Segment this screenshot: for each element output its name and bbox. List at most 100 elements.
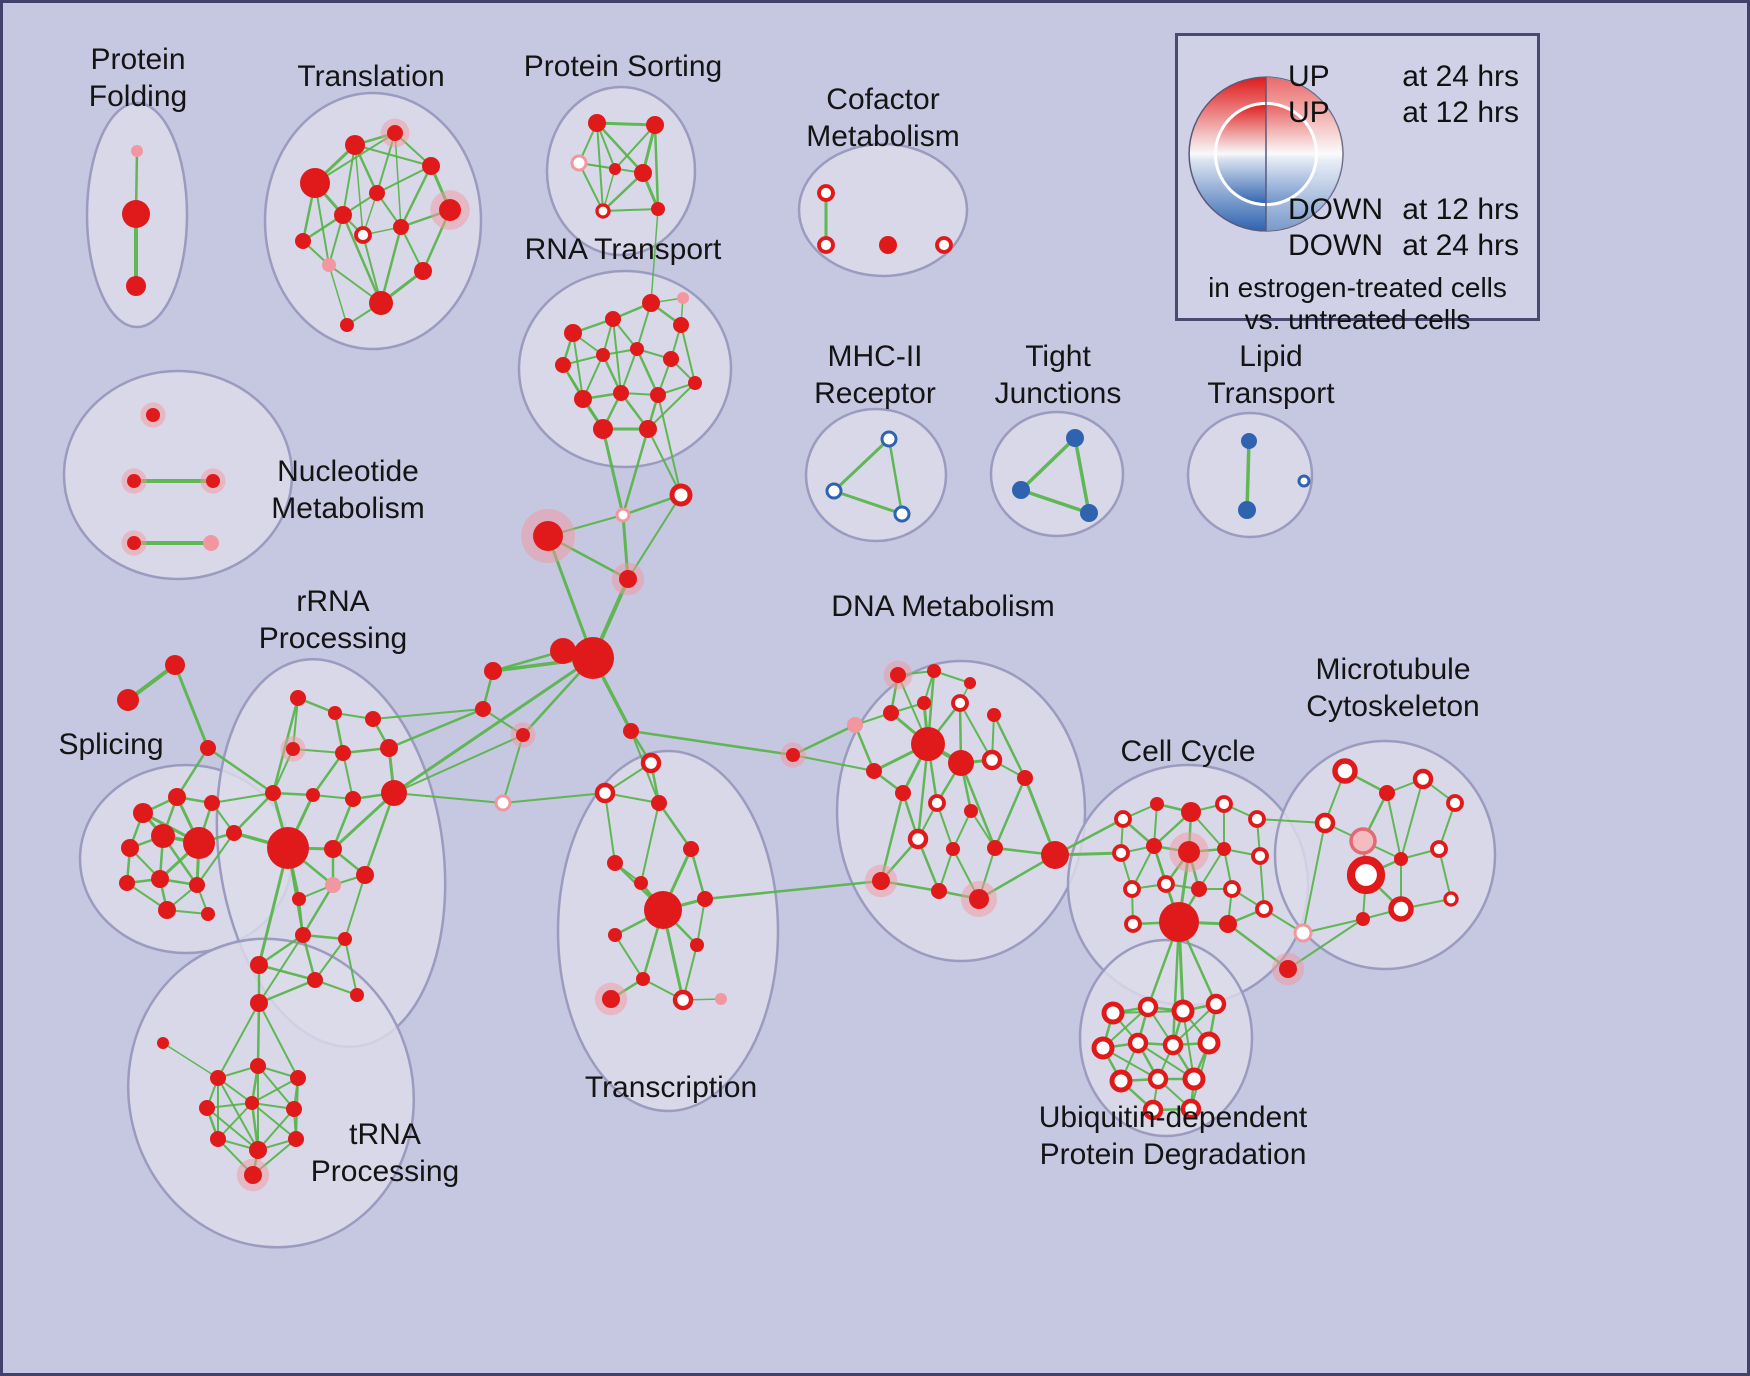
network-node — [250, 956, 268, 974]
network-edge — [301, 883, 335, 937]
network-node — [380, 739, 398, 757]
network-node — [574, 390, 592, 408]
network-node — [634, 876, 648, 890]
network-node — [393, 219, 409, 235]
network-node — [935, 236, 953, 254]
network-edge — [232, 791, 275, 835]
network-node — [890, 667, 906, 683]
network-node — [1255, 900, 1273, 918]
network-node — [295, 927, 311, 943]
network-edge — [251, 1102, 297, 1140]
network-node — [1388, 896, 1414, 922]
network-node — [642, 294, 660, 312]
network-node — [786, 748, 800, 762]
network-node — [572, 637, 614, 679]
network-edge — [328, 264, 348, 326]
network-node — [381, 780, 407, 806]
network-node — [295, 233, 311, 249]
network-node — [917, 696, 931, 710]
network-edge — [601, 427, 625, 517]
network-node — [1379, 785, 1395, 801]
network-edge — [959, 702, 993, 761]
network-node — [644, 891, 682, 929]
network-edge — [1019, 488, 1091, 515]
network-edge — [175, 746, 210, 799]
network-node — [1394, 852, 1408, 866]
network-node — [439, 199, 461, 221]
network-node — [324, 840, 342, 858]
node-layer — [117, 114, 1464, 1192]
network-node — [634, 164, 652, 182]
network-node — [340, 318, 354, 332]
network-edge — [331, 791, 396, 851]
network-node — [594, 782, 616, 804]
network-edge — [614, 124, 656, 170]
network-node — [300, 168, 330, 198]
network-node — [1080, 504, 1098, 522]
network-edge — [217, 1102, 253, 1140]
network-node — [1346, 855, 1386, 895]
network-edge — [703, 879, 883, 901]
cluster-ellipse-nm — [62, 369, 294, 581]
network-node — [286, 742, 300, 756]
network-node — [1241, 433, 1257, 449]
network-node — [414, 262, 432, 280]
network-node — [605, 311, 621, 327]
cluster-ellipse-tj — [989, 410, 1125, 538]
network-node — [608, 928, 622, 942]
network-node — [354, 226, 372, 244]
network-edge — [314, 938, 346, 981]
legend-box: UP at 24 hrs UP at 12 hrs DOWN at 12 hrs… — [1175, 33, 1540, 335]
network-node — [1279, 960, 1297, 978]
network-edge — [162, 1042, 219, 1079]
network-edge — [578, 162, 604, 212]
network-node — [1017, 770, 1033, 786]
network-edge — [993, 776, 1027, 850]
network-node — [121, 839, 139, 857]
network-node — [1223, 880, 1241, 898]
network-node — [122, 200, 150, 228]
network-edge — [640, 802, 660, 884]
network-node — [1443, 891, 1459, 907]
network-node — [494, 794, 512, 812]
network-edge — [853, 723, 876, 773]
network-node — [250, 994, 268, 1012]
legend-caption-line1: in estrogen-treated cells — [1208, 272, 1507, 303]
network-node — [210, 1070, 226, 1086]
network-node — [1248, 810, 1266, 828]
network-node — [1238, 501, 1256, 519]
network-edge — [595, 121, 645, 175]
network-node — [1171, 999, 1195, 1023]
network-node — [825, 482, 843, 500]
network-node — [1101, 1001, 1125, 1025]
network-edge — [354, 144, 364, 236]
network-edge — [251, 1077, 299, 1104]
network-edge — [1400, 778, 1424, 860]
network-node — [288, 1131, 304, 1147]
network-node — [596, 348, 610, 362]
network-edge — [196, 832, 235, 886]
network-node — [1012, 481, 1030, 499]
network-node — [369, 185, 385, 201]
network-edge — [650, 208, 659, 304]
network-edge — [376, 165, 432, 194]
network-node — [570, 154, 588, 172]
network-edge — [1171, 920, 1181, 1047]
network-node — [325, 877, 341, 893]
legend-direction-label: DOWN — [1288, 193, 1383, 226]
network-edge — [257, 1108, 295, 1151]
network-node — [350, 988, 364, 1002]
network-edge — [257, 1065, 295, 1110]
network-node — [422, 157, 440, 175]
network-node — [555, 357, 571, 373]
network-node — [613, 385, 629, 401]
network-edge — [217, 1077, 259, 1151]
network-node — [126, 276, 146, 296]
legend-direction-label: UP — [1288, 96, 1330, 129]
network-edge — [689, 847, 707, 901]
network-node — [1182, 1067, 1206, 1091]
network-node — [683, 841, 699, 857]
network-node — [1215, 795, 1233, 813]
legend-updown-circle-icon — [1188, 76, 1344, 232]
network-node — [1112, 844, 1130, 862]
